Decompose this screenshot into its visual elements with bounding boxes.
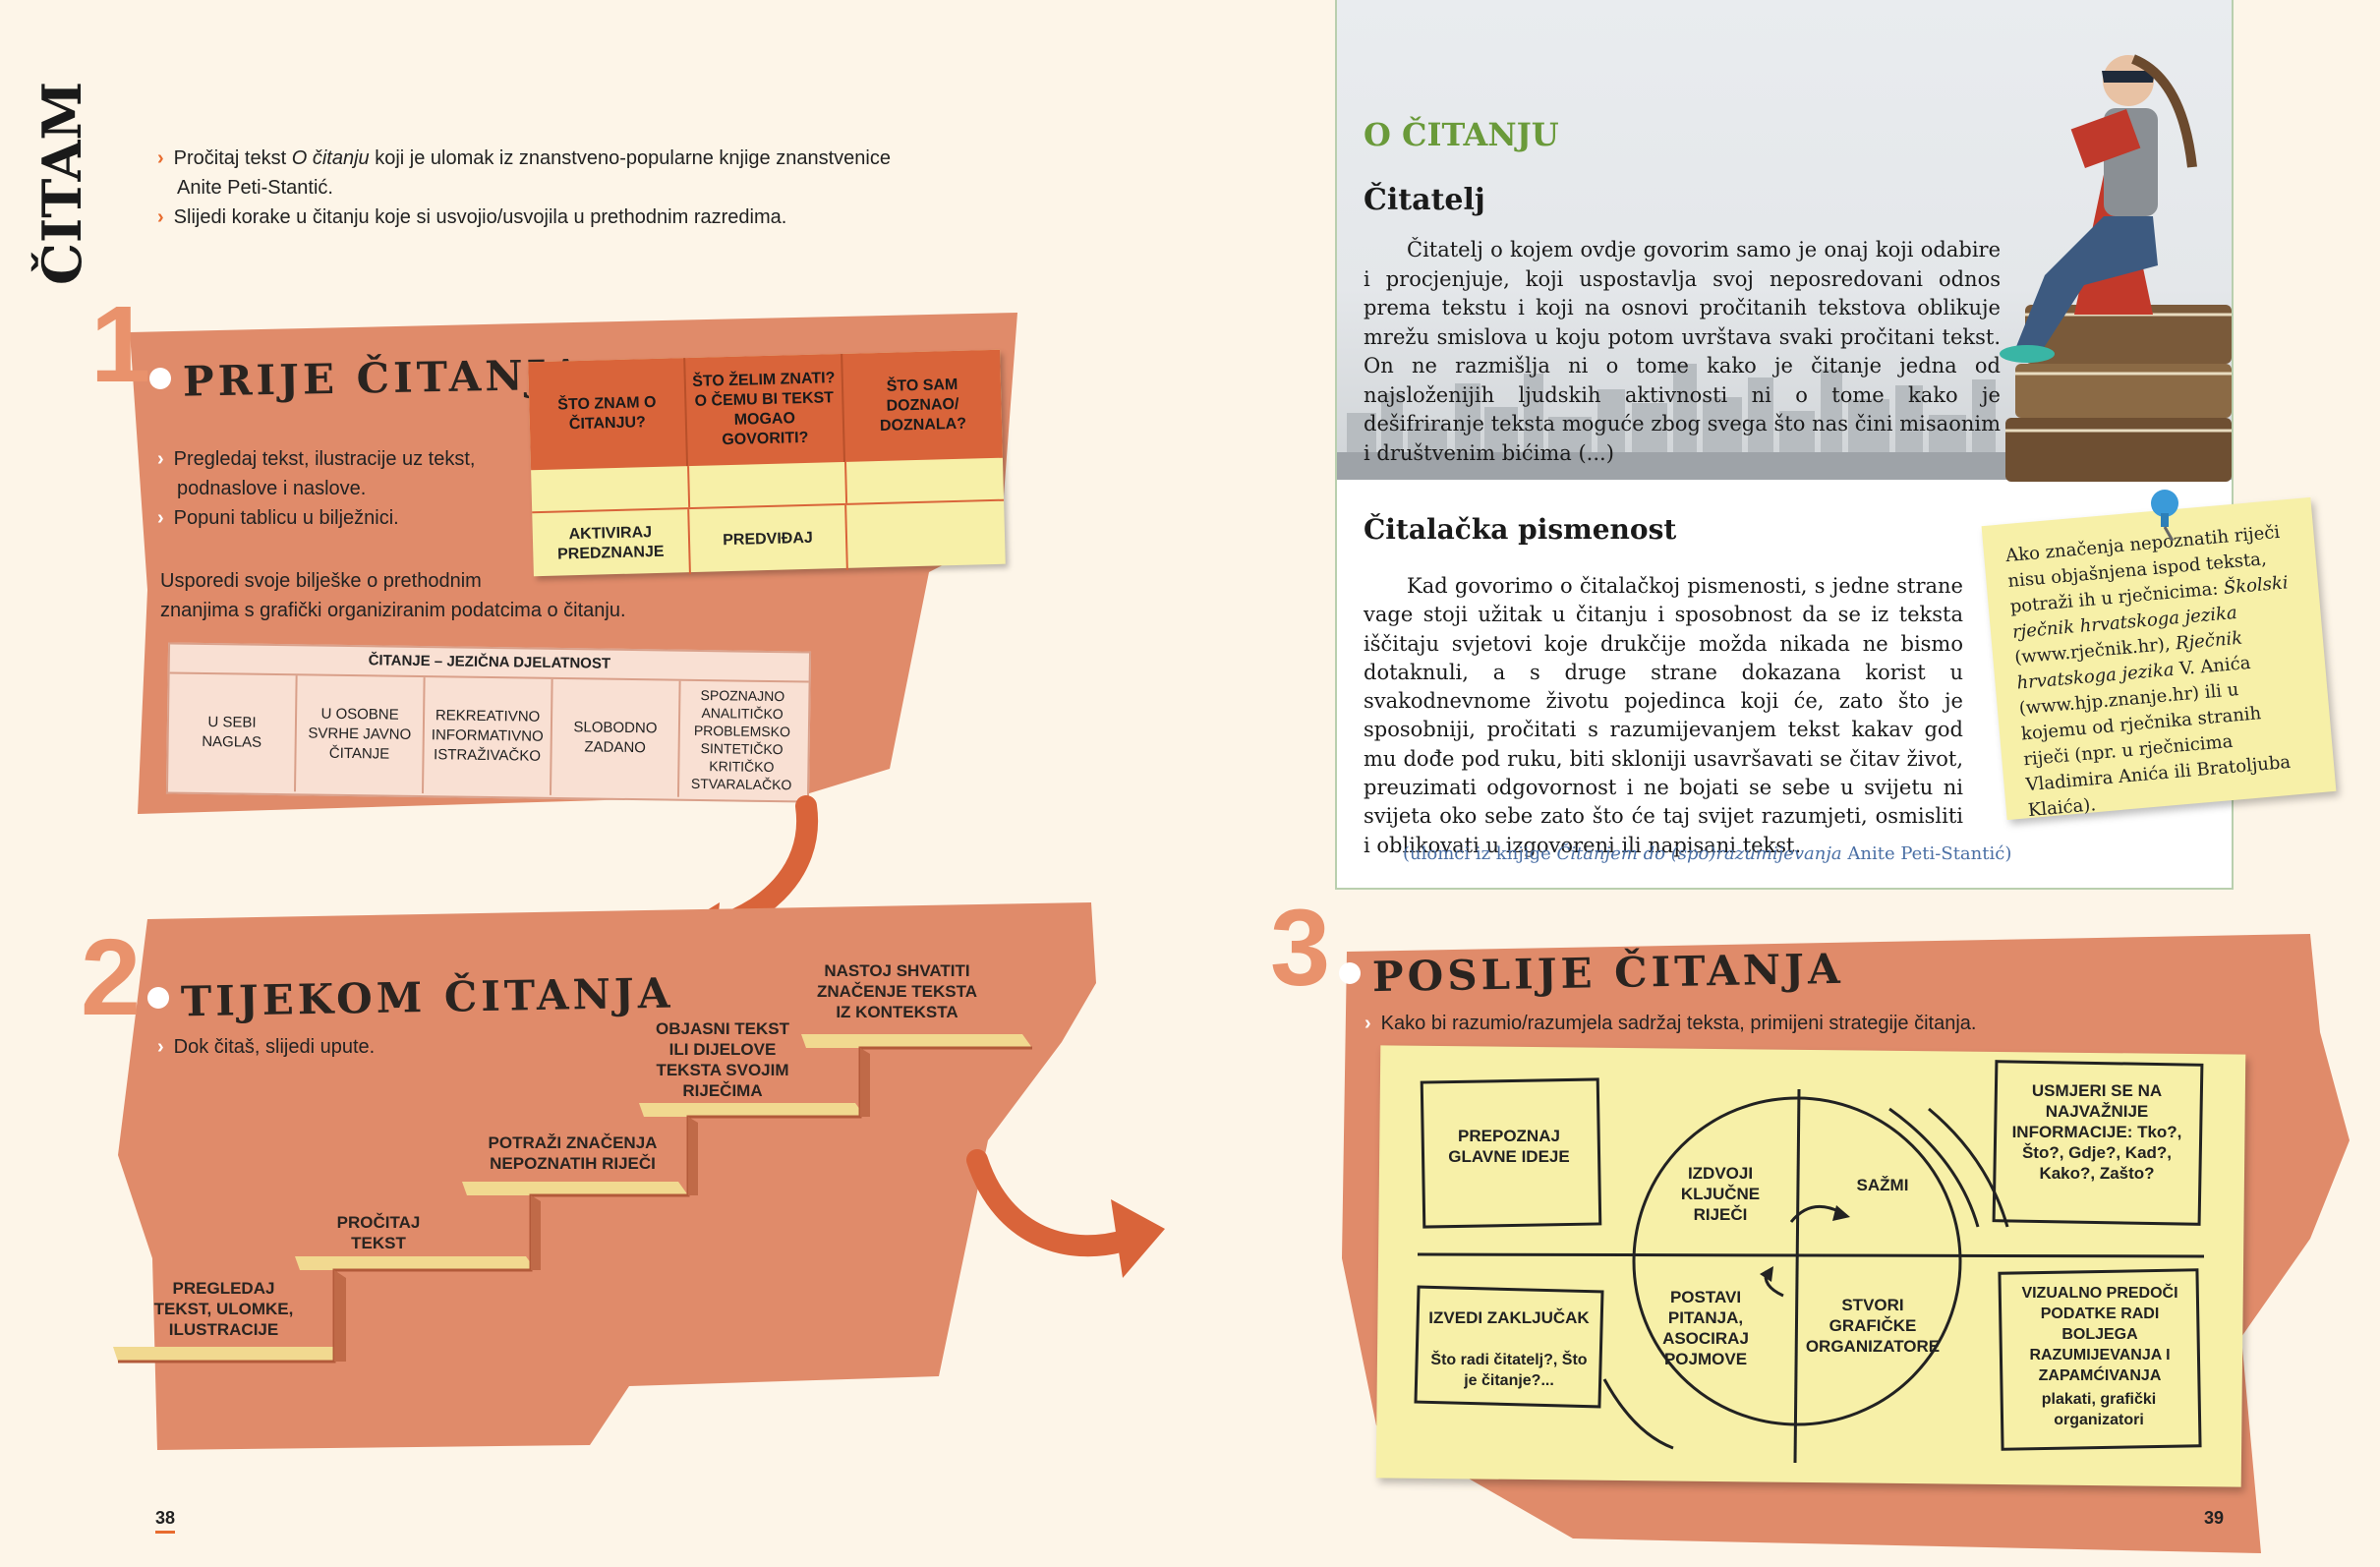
section1-dot: [149, 367, 171, 389]
box-conclusion-main: IZVEDI ZAKLJUČAK: [1428, 1308, 1590, 1327]
subheading-literacy: Čitalačka pismenost: [1364, 513, 1677, 546]
circle-organizers: STVORI GRAFIČKE ORGANIZATORE: [1805, 1296, 1941, 1356]
section3-title-row: POSLIJE ČITANJA: [1339, 945, 1844, 1001]
circle-summarize: SAŽMI: [1856, 1176, 1909, 1194]
section3-bullet: ›Kako bi razumio/razumjela sadržaj tekst…: [1364, 1013, 1977, 1034]
section2-title-row: TIJEKOM ČITANJA: [147, 969, 674, 1025]
compare-line-2: znanjima s grafički organiziranim podatc…: [160, 600, 626, 621]
section3-dot: [1339, 961, 1361, 984]
pushpin-icon: [2151, 490, 2178, 542]
step-5-label: NASTOJ SHVATITI ZNAČENJE TEKSTA IZ KONTE…: [816, 961, 978, 1021]
step-4-label: OBJASNI TEKST ILI DIJELOVE TEKSTA SVOJIM…: [655, 1019, 790, 1100]
step-3-label: POTRAŽI ZNAČENJA NEPOZNATIH RIJEČI: [488, 1133, 658, 1173]
page-number-right: 39: [2204, 1508, 2225, 1528]
step-1-label: PREGLEDAJ TEKST, ULOMKE, ILUSTRACIJE: [153, 1279, 294, 1339]
section1-number: 1: [90, 284, 151, 405]
step-2-label: PROČITAJ TEKST: [336, 1213, 421, 1252]
section1-bullet-1b: podnaslove i naslove.: [177, 478, 367, 499]
section2-number: 2: [81, 917, 142, 1038]
section1-bullet-2: ›Popuni tablicu u bilježnici.: [157, 507, 399, 529]
section3-title: POSLIJE ČITANJA: [1371, 944, 1845, 1002]
box-main-ideas-text: PREPOZNAJ GLAVNE IDEJE: [1448, 1127, 1570, 1166]
reader-on-books-illustration: [2000, 54, 2232, 482]
intro-line-3: ›Slijedi korake u čitanju koje si usvoji…: [157, 206, 787, 228]
section1-compare-text: Usporedi svoje bilješke o prethodnim zna…: [160, 566, 711, 625]
article-heading: O ČITANJU: [1364, 116, 1559, 153]
compare-line-1: Usporedi svoje bilješke o prethodnim: [160, 570, 482, 592]
strategies-drawing: [1417, 1088, 2205, 1464]
section2-dot: [147, 986, 169, 1009]
box-visualize-sub: plakati, grafički organizatori: [2041, 1391, 2157, 1428]
intro-line-1: ›Pročitaj tekst O čitanju koji je ulomak…: [157, 147, 891, 169]
intro-line-2: Anite Peti-Stantić.: [177, 177, 333, 199]
box-visualize-main: VIZUALNO PREDOČI PODATKE RADI BOLJEGA RA…: [2021, 1285, 2178, 1384]
circle-keywords: IZDVOJI KLJUČNE RIJEČI: [1680, 1164, 1761, 1224]
section1-bullets: ›Pregledaj tekst, ilustracije uz tekst, …: [157, 444, 551, 533]
staircase: [113, 1034, 1032, 1364]
paragraph-literacy: Kad govorimo o čitalačkoj pismenosti, s …: [1364, 574, 1963, 857]
section1-title-row: PRIJE ČITANJA: [149, 350, 587, 406]
section2-bullet: ›Dok čitaš, slijedi upute.: [157, 1036, 376, 1058]
circle-questions: POSTAVI PITANJA, ASOCIRAJ POJMOVE: [1662, 1288, 1749, 1368]
subheading-reader: Čitatelj: [1364, 183, 1485, 217]
section3-number: 3: [1270, 888, 1331, 1009]
section1-bullet-1: ›Pregledaj tekst, ilustracije uz tekst,: [157, 448, 476, 470]
arrow-section2-to-3: [966, 1149, 1165, 1278]
box-conclusion-sub: Što radi čitatelj?, Što je čitanje?...: [1430, 1352, 1588, 1389]
intro-text: ›Pročitaj tekst O čitanju koji je ulomak…: [157, 144, 944, 232]
page-number-left: 38: [155, 1508, 176, 1534]
box-key-info-text: USMJERI SE NA NAJVAŽNIJE INFORMACIJE: Tk…: [2011, 1081, 2182, 1183]
source-citation: (ulomci iz knjige Čitanjem do (spo)razum…: [1403, 843, 2012, 864]
paragraph-reader: Čitatelj o kojem ovdje govorim samo je o…: [1364, 238, 2001, 465]
